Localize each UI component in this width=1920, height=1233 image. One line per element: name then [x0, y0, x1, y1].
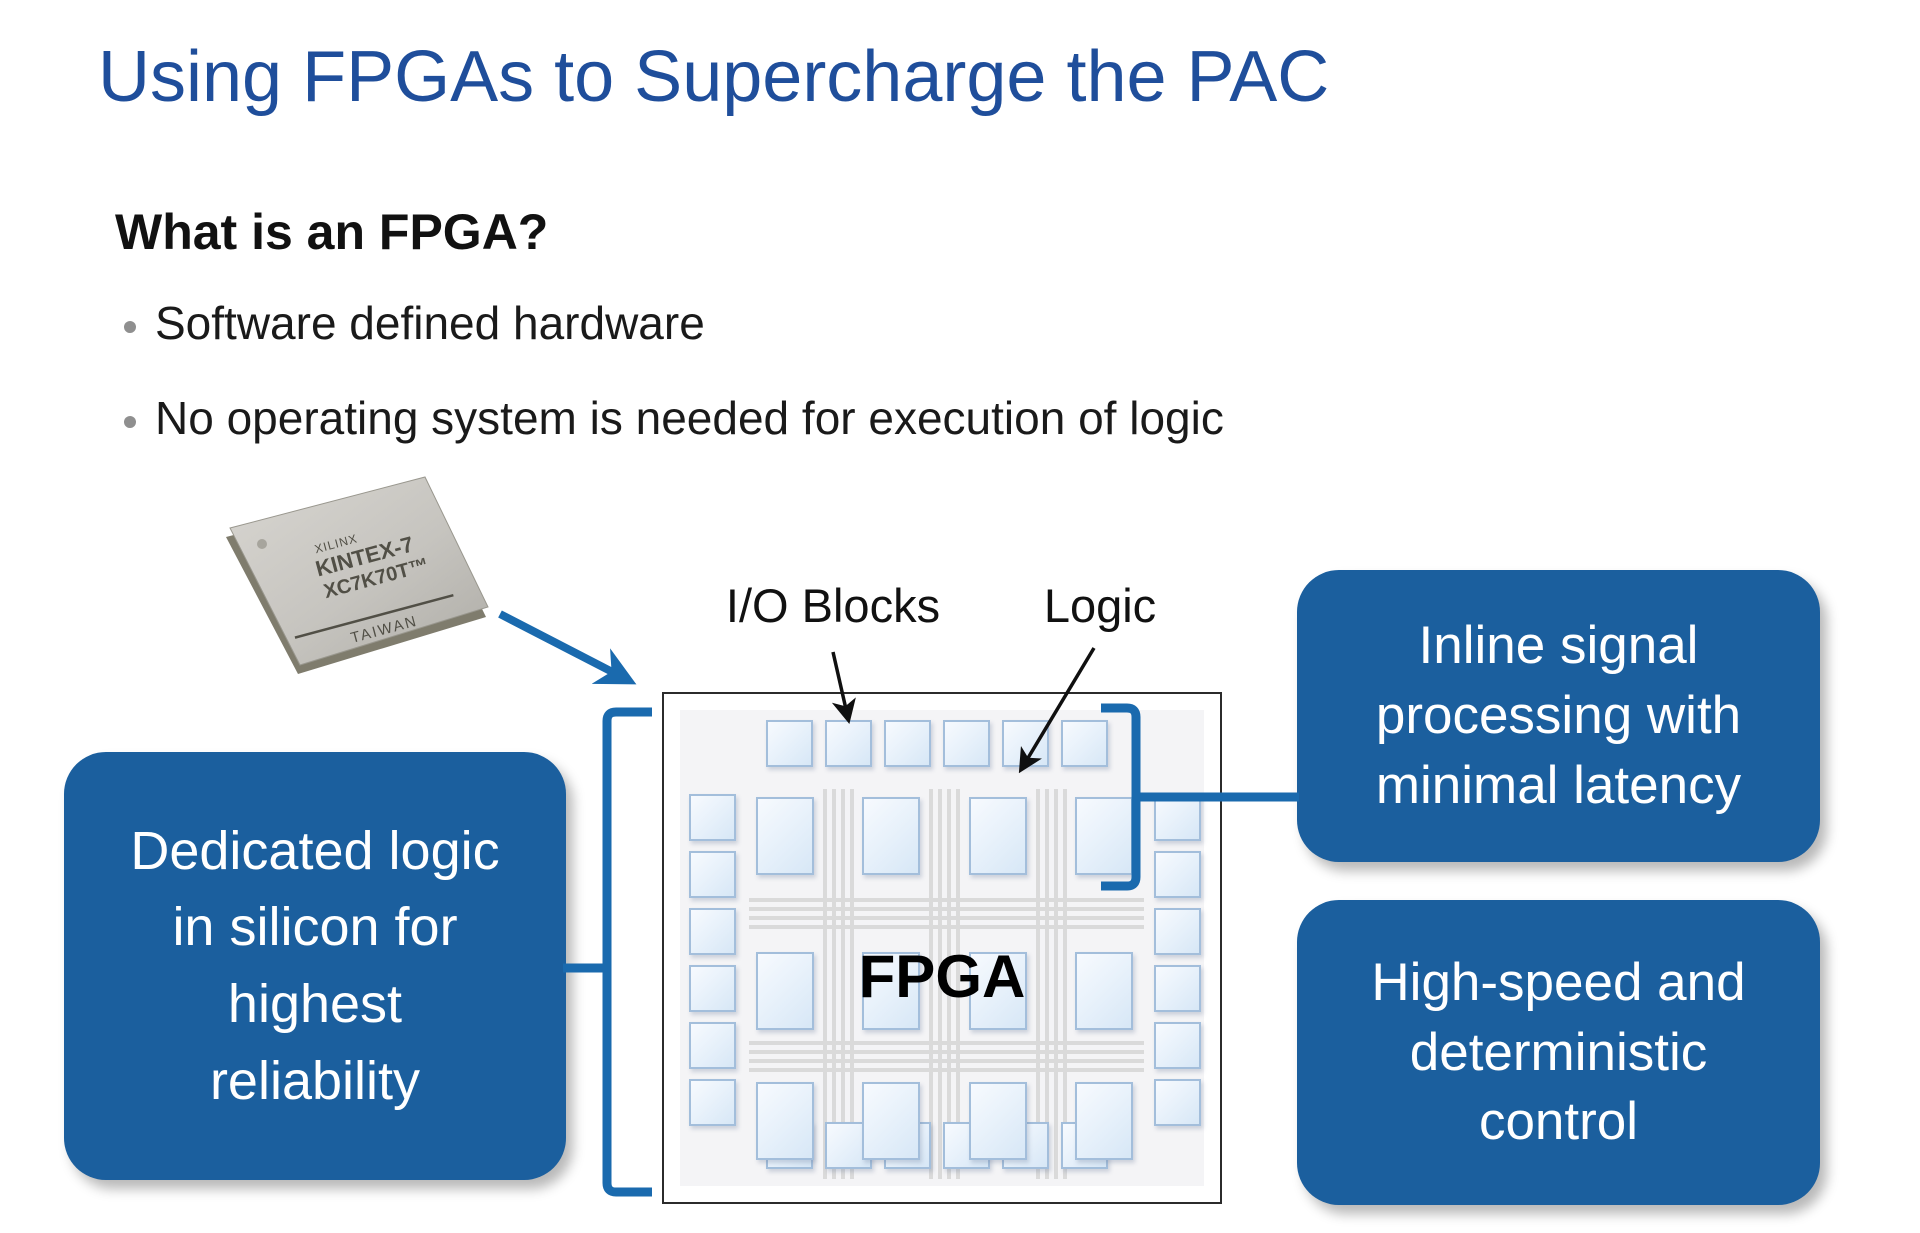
io-block — [1002, 720, 1049, 767]
callout-line: processing with — [1375, 686, 1742, 746]
logic-block — [756, 797, 814, 875]
callout-high-speed: High-speed and deterministic control — [1297, 900, 1820, 1205]
logic-block — [862, 952, 920, 1030]
chip-divider-line — [294, 593, 454, 639]
logic-block — [756, 952, 814, 1030]
io-block — [825, 720, 872, 767]
callout-line: High-speed and — [1371, 952, 1746, 1012]
bullet-dot — [124, 321, 136, 333]
io-block — [884, 720, 931, 767]
arrow-chip-to-diagram-icon — [498, 610, 637, 685]
io-block — [689, 1022, 736, 1069]
logic-block — [969, 952, 1027, 1030]
callout-line: minimal latency — [1375, 755, 1742, 815]
interconnect-vertical — [1036, 789, 1067, 1179]
logic-label: Logic — [1043, 579, 1157, 632]
logic-block — [1075, 1082, 1133, 1160]
callout-line: highest — [227, 974, 403, 1034]
logic-block — [969, 797, 1027, 875]
interconnect-horizontal — [749, 1041, 1144, 1072]
interconnect-vertical — [929, 789, 960, 1179]
logic-block — [1075, 797, 1133, 875]
bullet-item: Software defined hardware — [155, 297, 705, 349]
io-block — [1154, 1079, 1201, 1126]
callout-inline-signal: Inline signal processing with minimal la… — [1297, 570, 1820, 862]
bullet-item: No operating system is needed for execut… — [155, 392, 1224, 444]
callout-line: Dedicated logic — [130, 820, 500, 881]
io-block — [1154, 1022, 1201, 1069]
fpga-diagram: FPGA — [662, 692, 1222, 1204]
callout-line: in silicon for — [172, 897, 458, 958]
callout-line: reliability — [209, 1050, 421, 1111]
chip-image: XILINX KINTEX-7 XC7K70T™ TAIWAN — [212, 466, 512, 706]
logic-block — [969, 1082, 1027, 1160]
logic-block — [756, 1082, 814, 1160]
chip-illustration: XILINX KINTEX-7 XC7K70T™ TAIWAN — [226, 476, 489, 674]
logic-block — [862, 1082, 920, 1160]
callout-line: control — [1478, 1092, 1639, 1152]
section-heading: What is an FPGA? — [115, 204, 549, 260]
interconnect-vertical — [823, 789, 854, 1179]
logic-block — [862, 797, 920, 875]
bracket-left-icon — [602, 707, 652, 1197]
logic-block — [1075, 952, 1133, 1030]
io-block — [689, 851, 736, 898]
io-block — [1154, 965, 1201, 1012]
io-block — [1154, 908, 1201, 955]
io-block — [943, 720, 990, 767]
chip-pin1-dot — [257, 539, 267, 549]
io-block — [1061, 720, 1108, 767]
callout-line: Inline signal — [1418, 616, 1699, 676]
callout-dedicated-logic: Dedicated logic in silicon for highest r… — [64, 752, 566, 1180]
io-block — [689, 908, 736, 955]
callout-line: deterministic — [1409, 1022, 1708, 1082]
fpga-diagram-label: FPGA — [858, 943, 1026, 1010]
interconnect-horizontal — [749, 898, 1144, 929]
io-block — [689, 1079, 736, 1126]
bullet-dot — [124, 416, 136, 428]
io-blocks-label: I/O Blocks — [725, 579, 941, 632]
chip-top-face — [229, 476, 489, 666]
io-block — [689, 965, 736, 1012]
io-block — [1154, 794, 1201, 841]
io-block — [689, 794, 736, 841]
io-block — [766, 720, 813, 767]
io-block — [1154, 851, 1201, 898]
page-title: Using FPGAs to Supercharge the PAC — [98, 37, 1330, 117]
